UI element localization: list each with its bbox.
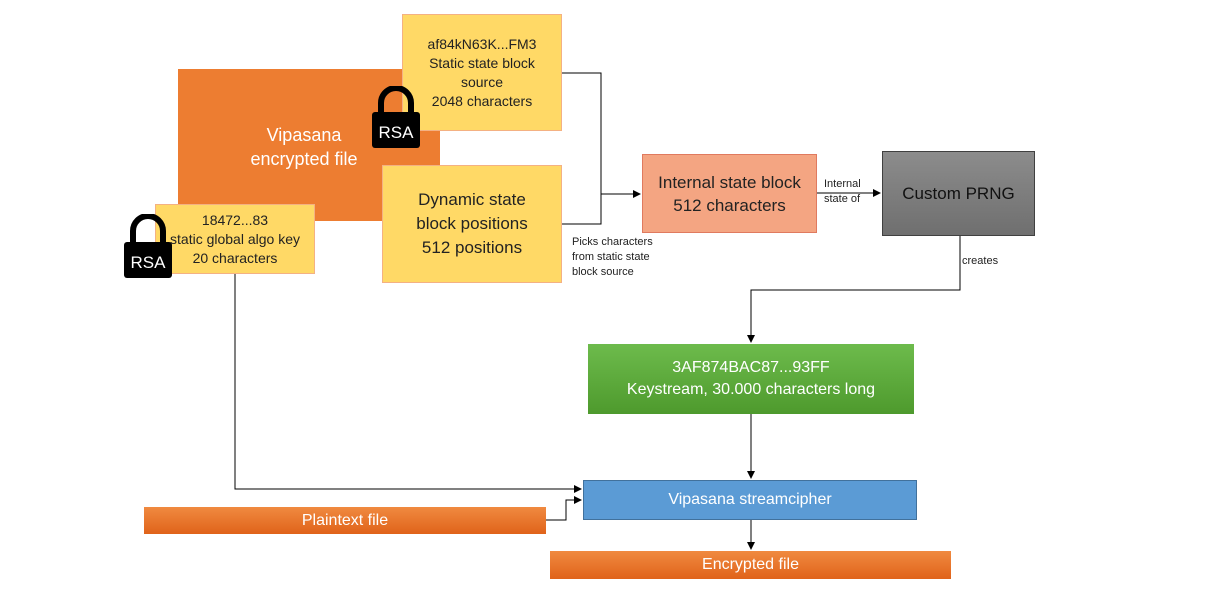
encrypted-file-box: Encrypted file bbox=[550, 551, 951, 579]
creates-label: creates bbox=[962, 255, 999, 267]
static-state-source-box: af84kN63K...FM3 Static state block sourc… bbox=[402, 14, 562, 131]
internal-state-block-box: Internal state block 512 characters bbox=[642, 154, 817, 233]
rsa-lock-label: RSA bbox=[131, 253, 167, 272]
plaintext-to-cipher-line bbox=[546, 496, 582, 521]
prng-to-keystream-line bbox=[747, 236, 961, 343]
dynamic-to-internal-line bbox=[562, 194, 602, 225]
plaintext-file-box: Plaintext file bbox=[144, 507, 546, 534]
picks-characters-label: Picks characters from static state block… bbox=[572, 236, 653, 278]
rsa-lock-icon: RSA bbox=[372, 86, 420, 148]
rsa-lock-icon: RSA bbox=[124, 214, 172, 278]
rsa-lock-label: RSA bbox=[379, 123, 415, 142]
dynamic-state-positions-box: Dynamic state block positions 512 positi… bbox=[382, 165, 562, 283]
vipasana-streamcipher-box: Vipasana streamcipher bbox=[583, 480, 917, 520]
algo-key-box: 18472...83 static global algo key 20 cha… bbox=[155, 204, 315, 274]
key-to-cipher-line bbox=[234, 274, 582, 493]
internal-state-of-label: Internal state of bbox=[824, 178, 861, 205]
vipasana-encrypted-file-box: Vipasana encrypted file bbox=[178, 69, 440, 221]
keystream-box: 3AF874BAC87...93FF Keystream, 30.000 cha… bbox=[588, 344, 914, 414]
static-to-internal-line bbox=[562, 72, 641, 198]
custom-prng-box: Custom PRNG bbox=[882, 151, 1035, 236]
